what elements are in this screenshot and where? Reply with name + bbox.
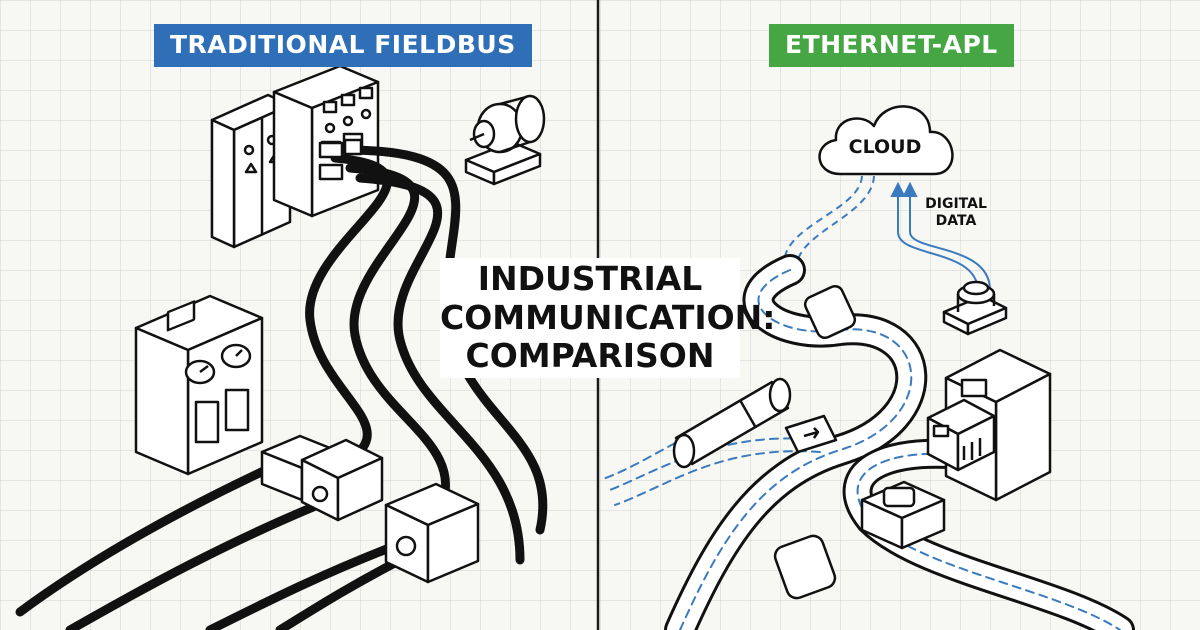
comparison-title: INDUSTRIAL COMMUNICATION: COMPARISON xyxy=(440,258,776,378)
title-line-1: INDUSTRIAL xyxy=(477,259,703,298)
cloud-icon xyxy=(818,105,954,176)
junction-boxes xyxy=(260,138,480,584)
ethernet-apl-label: ETHERNET-APL xyxy=(769,24,1014,67)
cable-tube xyxy=(672,377,792,469)
motor-unit xyxy=(464,94,546,186)
cloud-label: CLOUD xyxy=(848,136,922,158)
analog-panel xyxy=(134,294,264,476)
digital-data-line-2: DATA xyxy=(935,212,977,229)
traditional-fieldbus-label: TRADITIONAL FIELDBUS xyxy=(154,24,532,67)
sensor-device xyxy=(942,280,1008,336)
field-device xyxy=(860,480,946,550)
digital-data-line-1: DIGITAL xyxy=(925,196,987,212)
digital-data-arrows xyxy=(890,181,991,291)
digital-data-label: DIGITAL DATA xyxy=(918,196,994,230)
title-line-2: COMMUNICATION: xyxy=(440,297,776,337)
cable-couplers xyxy=(773,284,857,600)
title-line-3: COMPARISON xyxy=(465,336,715,376)
hmi-terminal xyxy=(926,348,1052,502)
